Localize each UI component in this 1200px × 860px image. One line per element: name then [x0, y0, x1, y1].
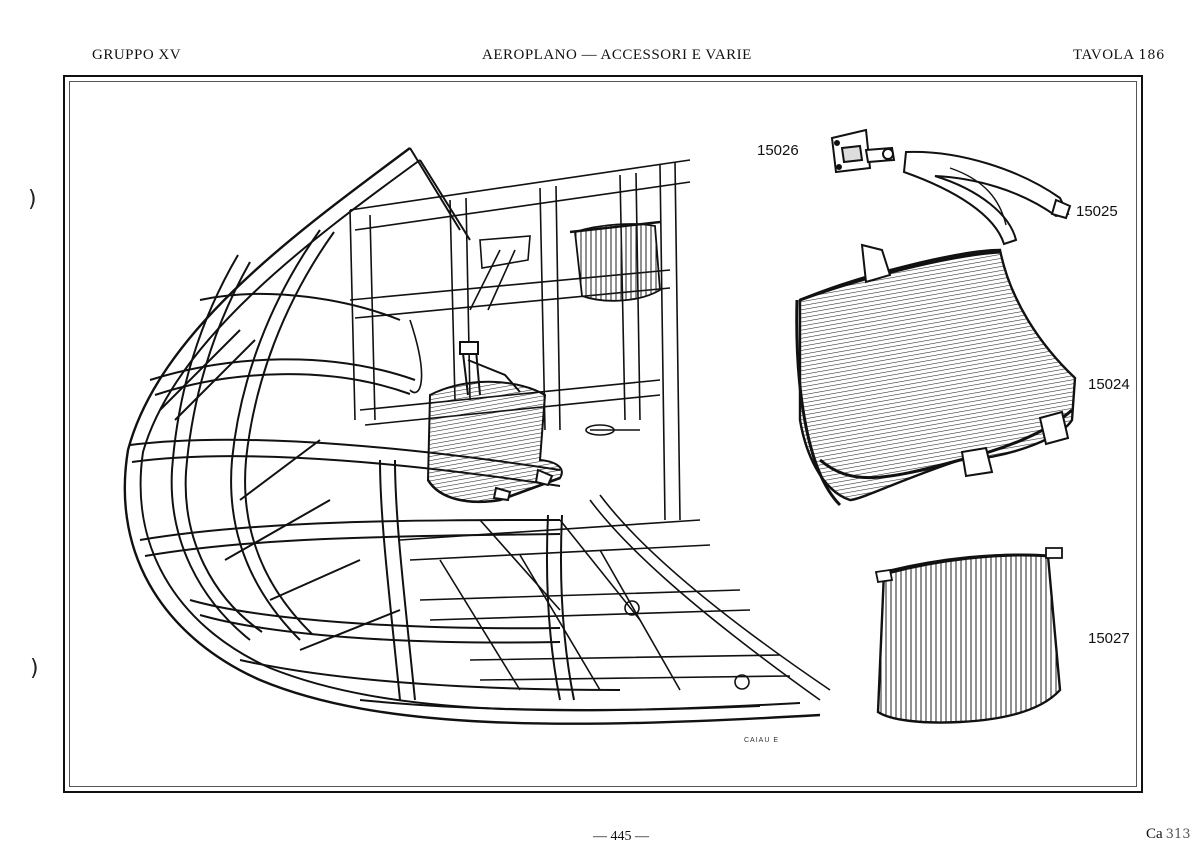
- drawing-frame: [63, 75, 1143, 793]
- part-15024-seat: [795, 243, 1077, 507]
- plate-number: 186: [1138, 48, 1165, 63]
- group-label: GRUPPO XV: [92, 47, 182, 63]
- part-15025-support-arm: [902, 150, 1072, 246]
- part-15026-bracket: [830, 128, 896, 174]
- plate-label-text: TAVOLA: [1073, 47, 1135, 63]
- seat-installed: [426, 341, 563, 504]
- bag-installed: [569, 220, 661, 302]
- page-title: AEROPLANO — ACCESSORI E VARIE: [482, 47, 752, 63]
- cabin-interior-grid: [349, 159, 691, 521]
- part-number-15026: 15026: [757, 142, 799, 159]
- drawing-frame-inner: [69, 81, 1137, 787]
- floor-structure: [399, 494, 831, 701]
- model-number: 313: [1165, 827, 1191, 842]
- part-15027-bag: [874, 547, 1063, 724]
- part-number-15024: 15024: [1088, 376, 1130, 393]
- punch-hole-mark: ): [30, 656, 39, 681]
- page-number: — 445 —: [593, 829, 649, 844]
- part-number-15027: 15027: [1088, 630, 1130, 647]
- model-label-text: Ca: [1146, 826, 1163, 842]
- draftsman-signature: CAIAU E: [744, 737, 780, 744]
- part-number-15025: 15025: [1076, 203, 1118, 220]
- punch-hole-mark: ): [28, 187, 37, 212]
